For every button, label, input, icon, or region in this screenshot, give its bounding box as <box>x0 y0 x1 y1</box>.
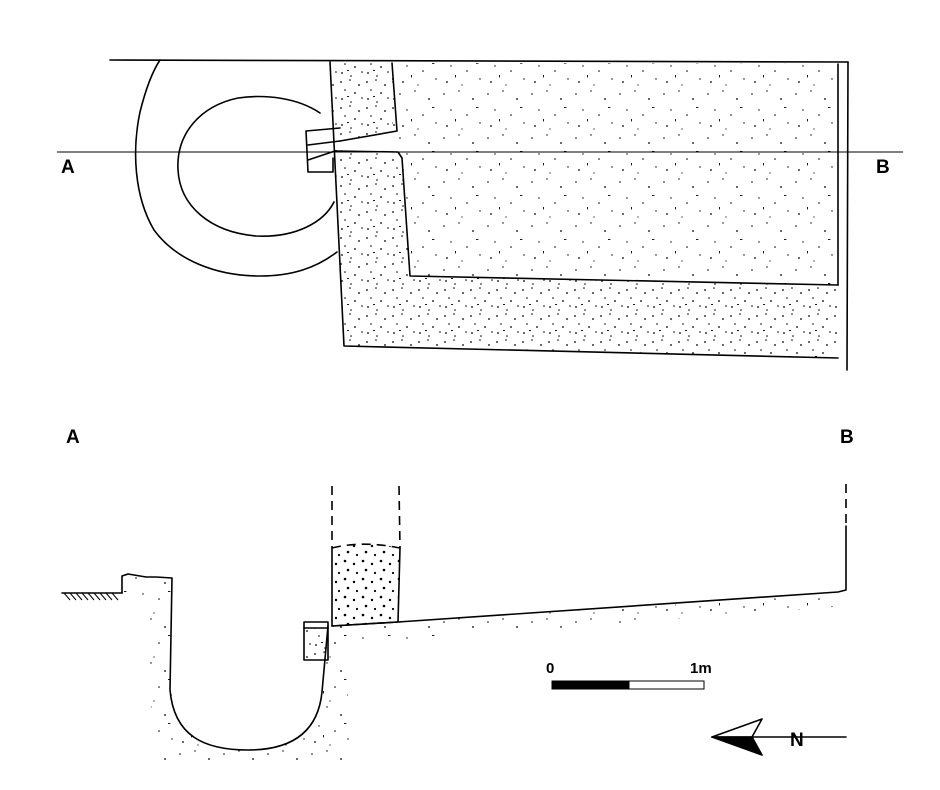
section-spout-block-fill <box>304 628 328 660</box>
section-label-b: B <box>840 427 854 448</box>
plan-right-boundary <box>846 61 849 371</box>
section-wall-fill <box>332 544 400 626</box>
section-pit-outline <box>121 573 329 751</box>
plan-label-b: B <box>876 157 890 178</box>
section-spout-block <box>303 621 329 661</box>
scale-bar-end-label: 1m <box>690 660 712 677</box>
plan-pit-inner <box>177 95 335 237</box>
section-wall-dashed-right <box>398 485 401 549</box>
plan-label-a: A <box>61 157 75 178</box>
scale-bar: 0 1m <box>546 660 712 690</box>
section-ground-hatch <box>63 592 119 601</box>
section-floor-plaster <box>332 594 846 644</box>
section-pit-plaster <box>122 574 350 760</box>
plan-spout-line-a <box>307 140 341 146</box>
plan-spout-channel <box>305 127 341 173</box>
north-arrow-head-outline <box>711 718 763 738</box>
plan-basin-floor <box>392 63 838 285</box>
section-view: A B <box>61 427 854 760</box>
section-label-a: A <box>66 427 80 448</box>
scale-bar-white-segment <box>628 680 705 690</box>
section-basin-floor <box>331 525 847 627</box>
north-arrow-label: N <box>790 730 804 751</box>
scale-bar-start-label: 0 <box>546 660 554 677</box>
plan-view: A B <box>57 59 903 371</box>
scale-bar-black-segment <box>551 680 630 690</box>
plan-top-boundary <box>109 59 849 63</box>
north-arrow-head-fill <box>711 736 763 756</box>
plan-pit-outer <box>134 59 338 277</box>
section-wall-top <box>331 543 401 549</box>
north-arrow: N <box>711 718 847 756</box>
plan-wall-outline <box>329 61 839 359</box>
plan-basin-wall <box>330 62 838 358</box>
plan-inner-wall-upper <box>339 62 398 142</box>
